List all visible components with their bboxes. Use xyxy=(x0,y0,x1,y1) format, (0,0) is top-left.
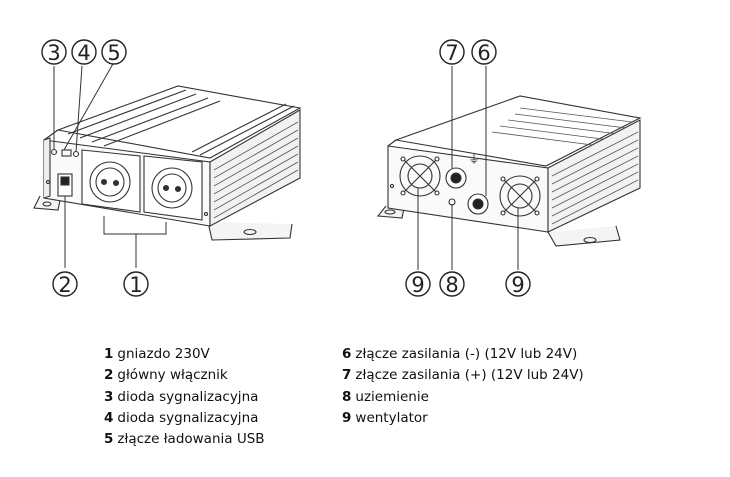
ground-symbol: ⏚ xyxy=(468,152,481,166)
svg-text:6: 6 xyxy=(477,41,490,65)
svg-text:1: 1 xyxy=(129,273,142,297)
callout-5: 5 xyxy=(101,39,127,65)
callouts-front: 3 4 5 2 1 7 6 9 8 9 xyxy=(41,39,531,297)
svg-text:9: 9 xyxy=(411,273,424,297)
back-inverter-drawing xyxy=(376,95,642,247)
svg-text:2: 2 xyxy=(58,273,71,297)
svg-text:3: 3 xyxy=(47,41,60,65)
back-leader-lines xyxy=(417,66,519,270)
front-inverter-drawing xyxy=(33,85,302,241)
svg-text:9: 9 xyxy=(511,273,524,297)
front-leader-lines xyxy=(53,61,167,268)
svg-text:5: 5 xyxy=(107,41,120,65)
callout-6: 6 xyxy=(471,39,497,65)
callout-9-right: 9 xyxy=(505,271,531,297)
inverter-diagram xyxy=(33,61,642,270)
callout-2: 2 xyxy=(52,271,78,297)
callout-9-left: 9 xyxy=(405,271,431,297)
callout-4: 4 xyxy=(71,39,97,65)
svg-text:7: 7 xyxy=(445,41,458,65)
svg-text:8: 8 xyxy=(445,273,458,297)
callout-1: 1 xyxy=(123,271,149,297)
svg-text:4: 4 xyxy=(77,41,90,65)
callout-3: 3 xyxy=(41,39,67,65)
callout-8: 8 xyxy=(439,271,465,297)
callout-7: 7 xyxy=(439,39,465,65)
